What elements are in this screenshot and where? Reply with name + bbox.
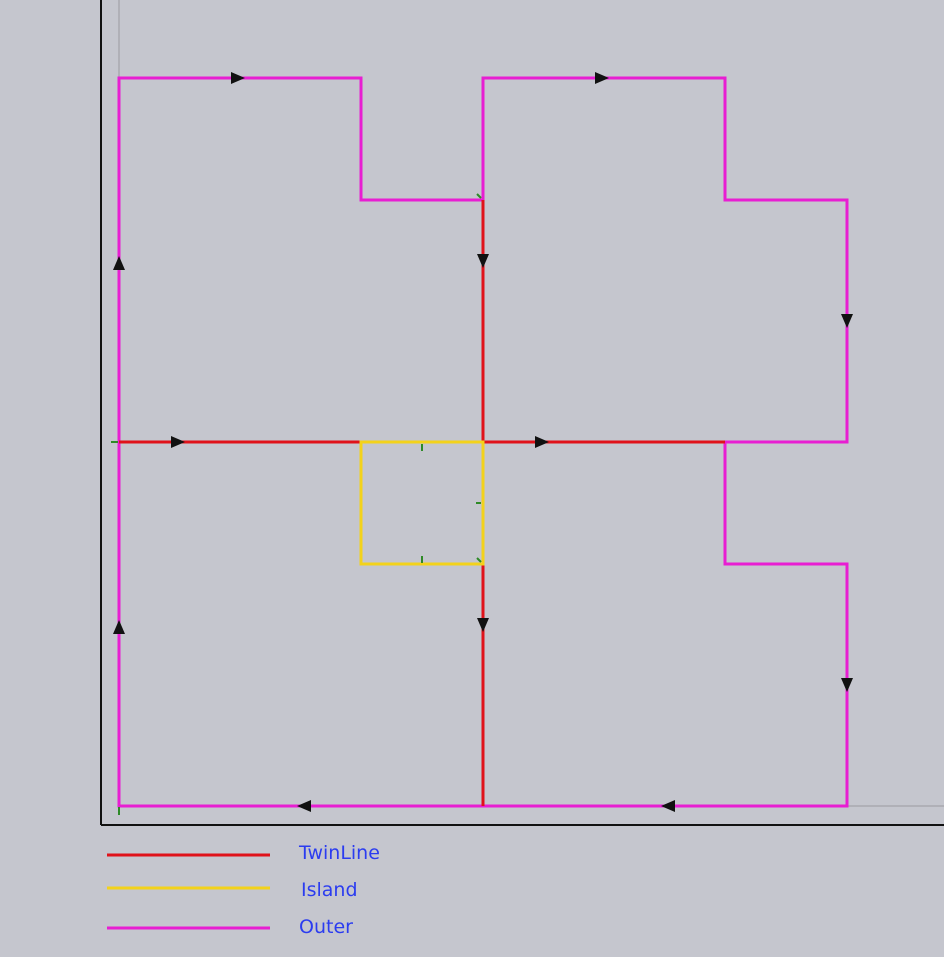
- arrow-right-icon: [231, 72, 245, 84]
- arrow-left-icon: [297, 800, 311, 812]
- outer-boundary: [117, 76, 849, 808]
- arrow-left-icon: [661, 800, 675, 812]
- legend-label-twinline: TwinLine: [299, 842, 380, 864]
- legend-label-outer: Outer: [299, 916, 353, 938]
- arrow-right-icon: [595, 72, 609, 84]
- arrow-down-icon: [477, 618, 489, 632]
- tick-mark: [476, 557, 482, 563]
- tick-marks: [111, 193, 482, 815]
- arrow-down-icon: [841, 678, 853, 692]
- arrow-up-icon: [113, 256, 125, 270]
- direction-arrows: [113, 72, 853, 812]
- island-square: [359, 440, 485, 566]
- arrow-up-icon: [113, 620, 125, 634]
- legend-label-island: Island: [301, 879, 358, 901]
- arrow-right-icon: [171, 436, 185, 448]
- tick-mark: [476, 193, 482, 199]
- arrow-down-icon: [477, 254, 489, 268]
- arrow-down-icon: [841, 314, 853, 328]
- arrow-right-icon: [535, 436, 549, 448]
